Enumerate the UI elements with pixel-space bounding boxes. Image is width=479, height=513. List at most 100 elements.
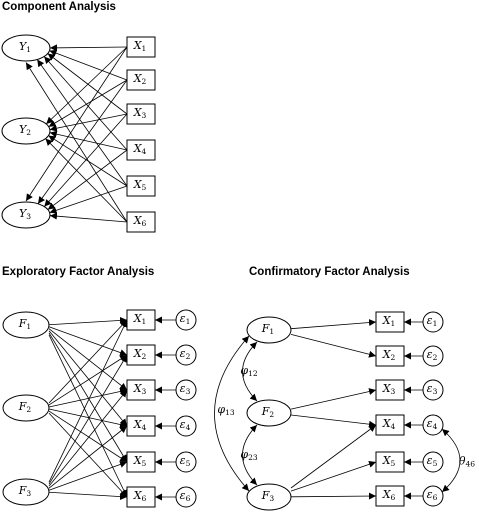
- ca-indicator-x1-shape: [126, 36, 156, 58]
- cfa-error-e6: ε6: [422, 485, 444, 507]
- efa-error-e3-shape: [175, 379, 197, 401]
- cfa-factor-f2-label: F2: [261, 405, 275, 419]
- cfa-error-e3: ε3: [422, 379, 444, 401]
- efa-loading-f2-x3: [48, 388, 128, 408]
- efa-loading-f3-x4: [48, 425, 128, 489]
- cfa-error-e6-label: ε6: [427, 488, 438, 502]
- ca-indicator-x4-shape: [126, 139, 156, 161]
- cfa-indicator-x2-label: X2: [382, 348, 396, 362]
- efa-error-e4-shape: [175, 415, 197, 437]
- ca-indicator-x2-shape: [126, 69, 156, 91]
- efa-factor-f3-label: F3: [18, 484, 32, 498]
- efa-error-e1-label: ε1: [180, 312, 191, 326]
- cfa-indicator-x3-shape: [375, 379, 405, 401]
- cfa-loading-f1-x2: [290, 333, 377, 358]
- cfa-error-e2-shape: [422, 345, 444, 367]
- cfa-indicator-x4-shape: [375, 414, 405, 436]
- ca-path-x2-y2: [48, 79, 128, 128]
- ca-indicator-x1-label: X1: [133, 39, 147, 53]
- ca-path-x5-y2: [48, 135, 128, 187]
- ca-component-y2-shape: [1, 117, 51, 145]
- cfa-error-e1-shape: [422, 311, 444, 333]
- efa-indicator-x1: X1: [126, 309, 156, 331]
- ca-indicator-x5-shape: [126, 175, 156, 197]
- efa-error-e4: ε4: [175, 415, 197, 437]
- ca-indicator-x4-label: X4: [133, 142, 147, 156]
- efa-factor-f2-label: F2: [18, 400, 32, 414]
- ca-component-y3-label: Y3: [19, 207, 31, 221]
- ca-component-y3: Y3: [1, 201, 51, 229]
- efa-loading-f3-x2: [48, 354, 128, 485]
- cfa-loading-f1-x1: [290, 319, 377, 330]
- efa-indicator-x5-shape: [126, 451, 156, 473]
- efa-indicator-x4: X4: [126, 415, 156, 437]
- ca-path-x5-y3: [49, 185, 128, 214]
- efa-loading-f2-x1: [48, 319, 128, 404]
- efa-error-e6-shape: [175, 486, 197, 508]
- efa-factor-f1-label: F1: [18, 317, 31, 331]
- efa-error-e5: ε5: [175, 451, 197, 473]
- cfa-factor-f1-shape: [246, 316, 292, 344]
- ca-path-x3-y3: [43, 113, 128, 207]
- efa-loading-f3-x3: [48, 389, 128, 487]
- ca-path-x2-y3: [37, 79, 128, 204]
- cfa-factor-f3-shape: [246, 483, 292, 511]
- ca-indicator-x1: X1: [126, 36, 156, 58]
- cfa-loading-f3-x4: [290, 424, 377, 489]
- cfa-indicator-x5-shape: [375, 451, 405, 473]
- efa-loading-f3-x1: [48, 319, 128, 483]
- efa-error-e2: ε2: [175, 344, 197, 366]
- efa-indicator-x4-label: X4: [133, 418, 147, 432]
- efa-factor-f2-shape: [2, 394, 50, 422]
- efa-indicator-x4-shape: [126, 415, 156, 437]
- efa-indicator-x1-label: X1: [133, 312, 147, 326]
- efa-loading-f1-x5: [48, 332, 128, 463]
- ca-path-x6-y2: [45, 138, 128, 223]
- cfa-error-e1-label: ε1: [427, 314, 438, 328]
- cfa-indicator-x6: X6: [375, 485, 405, 507]
- efa-indicator-x1-shape: [126, 309, 156, 331]
- efa-loading-f2-x6: [48, 412, 128, 498]
- cfa-error-covariance-4-6: [441, 428, 461, 493]
- efa-error-e2-label: ε2: [180, 347, 191, 361]
- efa-error-e1-shape: [175, 309, 197, 331]
- cfa-error-e4: ε4: [422, 414, 444, 436]
- efa-indicator-x2-shape: [126, 344, 156, 366]
- efa-error-e6-label: ε6: [180, 489, 191, 503]
- cfa-error-covariance-label-46: θ46: [459, 455, 475, 469]
- component-analysis-title: Component Analysis: [2, 1, 116, 13]
- ca-indicator-x3-label: X3: [133, 106, 147, 120]
- efa-indicator-x5-label: X5: [133, 454, 147, 468]
- cfa-indicator-x4: X4: [375, 414, 405, 436]
- efa-loading-f1-x4: [48, 330, 128, 427]
- efa-indicator-x3: X3: [126, 379, 156, 401]
- cfa-error-e3-shape: [422, 379, 444, 401]
- efa-indicator-x6: X6: [126, 486, 156, 508]
- efa-indicator-x5: X5: [126, 451, 156, 473]
- cfa-factor-f2-shape: [246, 399, 292, 427]
- cfa-indicator-x4-label: X4: [382, 417, 396, 431]
- ca-path-x6-y1: [25, 62, 128, 223]
- cfa-error-e5-shape: [422, 451, 444, 473]
- ca-indicator-x2-label: X2: [133, 72, 147, 86]
- ca-path-x5-y1: [36, 59, 128, 187]
- efa-indicator-x6-label: X6: [133, 489, 147, 503]
- efa-error-e3: ε3: [175, 379, 197, 401]
- efa-error-e1: ε1: [175, 309, 197, 331]
- efa-indicator-x3-shape: [126, 379, 156, 401]
- cfa-indicator-x3-label: X3: [382, 382, 396, 396]
- cfa-factor-f1: F1: [246, 316, 292, 344]
- ca-indicator-x5: X5: [126, 175, 156, 197]
- cfa-covariance-label-12: φ12: [240, 364, 257, 378]
- ca-component-y1-shape: [1, 34, 51, 62]
- ca-path-x1-y1: [49, 44, 128, 52]
- efa-factor-f3-shape: [2, 478, 50, 506]
- ca-indicator-x6-shape: [126, 211, 156, 233]
- efa-error-e5-label: ε5: [180, 454, 191, 468]
- cfa-covariance-f1-f3: [214, 335, 250, 492]
- cfa-error-e2-label: ε2: [427, 348, 438, 362]
- cfa-factor-f3-label: F3: [261, 489, 275, 503]
- ca-indicator-x5-label: X5: [133, 178, 147, 192]
- efa-indicator-x2-label: X2: [133, 347, 147, 361]
- ca-component-y1: Y1: [1, 34, 51, 62]
